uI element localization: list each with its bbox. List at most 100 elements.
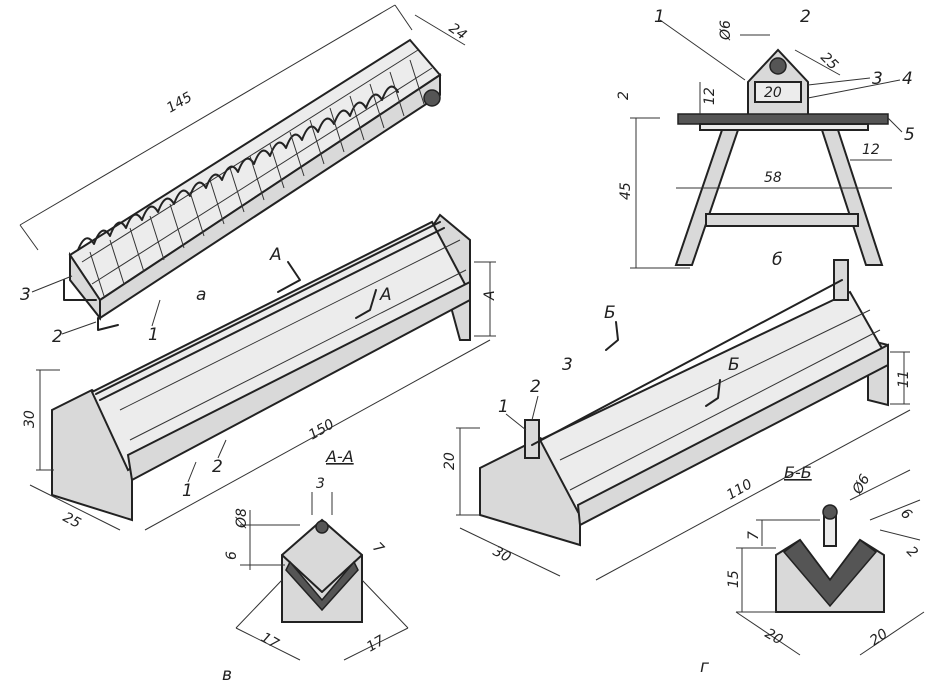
dim-line-g30 [459, 527, 561, 577]
leaders-b-right [807, 77, 903, 133]
section-A-A: А-А 3 Ø8 6 7 17 17 в [222, 447, 409, 684]
dim-line-150 [144, 339, 491, 531]
dim-20: 20 [764, 85, 782, 101]
callout-b3: 3 [872, 69, 883, 89]
callout-b5: 5 [904, 125, 915, 145]
section-A-dims [235, 492, 409, 661]
callout-3: 3 [20, 285, 31, 305]
dim-20b: 20 [867, 626, 891, 649]
callout-v2: 2 [212, 457, 223, 477]
dim-line-30 [36, 369, 60, 471]
figure-letter-a: а [196, 285, 206, 305]
tray-lip [699, 123, 869, 131]
dim-12-top: 12 [702, 87, 718, 105]
callout-g3: 3 [562, 355, 573, 375]
callout-b4: 4 [902, 69, 913, 89]
trough-shading [119, 239, 467, 441]
dim-g30: 30 [490, 543, 513, 566]
rail-rod [769, 57, 787, 75]
callout-2: 2 [52, 327, 63, 347]
figure-letter-g: г [700, 657, 709, 677]
section-arrows-B [605, 321, 721, 407]
figure-letter-v: в [222, 665, 232, 684]
dim-6: 6 [224, 551, 240, 560]
dim-30: 30 [22, 410, 38, 428]
dim-lines-b [630, 82, 892, 269]
dim-12-side: 12 [862, 142, 880, 158]
dim-17a: 17 [258, 630, 282, 653]
figure-v-trough-feeder: 30 25 150 А А А 1 2 [22, 213, 498, 532]
dim-A: А [482, 290, 498, 301]
dim-line-g110 [595, 409, 911, 581]
section-title-A: А-А [325, 447, 354, 466]
section-A-rod [315, 520, 329, 534]
g-side-board [576, 343, 889, 527]
g-trough-shading [559, 309, 881, 491]
dim-3: 3 [316, 476, 325, 492]
callout-b2: 2 [800, 7, 811, 27]
trough-side-board [126, 280, 471, 482]
callout-v1: 1 [182, 481, 193, 501]
tray [677, 113, 889, 125]
dim-line-g11 [890, 351, 910, 405]
section-mark-A1: А [269, 245, 282, 265]
feeder-a-stand [63, 279, 119, 331]
dim-25: 25 [817, 50, 841, 74]
dim-b7: 7 [746, 531, 762, 540]
section-arrows-A [277, 261, 377, 319]
dim-g110: 110 [724, 476, 755, 503]
dim-line-g20 [456, 427, 480, 516]
top-rail-lower [99, 227, 445, 401]
dim-phi8: Ø8 [234, 508, 250, 529]
callout-1: 1 [148, 325, 159, 345]
section-mark-B2: Б [728, 355, 740, 375]
figure-letter-b: б [772, 250, 782, 270]
callout-leaders-g [505, 395, 539, 431]
spiral-wire-loops [89, 59, 425, 297]
callout-leaders-a [31, 275, 161, 335]
g-top-rod [531, 279, 843, 446]
g-post-left [524, 419, 540, 459]
section-A-body [281, 518, 363, 623]
section-B-rod [822, 504, 838, 520]
dim-150: 150 [306, 416, 337, 443]
dim-17b: 17 [364, 633, 388, 656]
dim-b2: 2 [903, 544, 921, 562]
dim-phi6-top: Ø6 [718, 20, 734, 41]
dim-45: 45 [618, 182, 634, 200]
section-mark-A2: А [379, 285, 392, 305]
stand-crossbar [705, 213, 859, 227]
dim-20a: 20 [762, 626, 786, 649]
section-title-B: Б-Б [784, 463, 812, 482]
callout-g2: 2 [530, 377, 541, 397]
section-B-dims [735, 469, 925, 656]
dim-line-25 [29, 484, 121, 531]
end-fitting [423, 89, 441, 107]
spiral-wire [77, 85, 399, 251]
dim-7: 7 [369, 540, 387, 558]
dim-g20: 20 [442, 452, 458, 470]
figure-g-trough-feeder: 20 30 110 11 Б Б 1 2 3 [442, 259, 912, 581]
dim-25: 25 [60, 509, 83, 532]
leaders-b [659, 19, 841, 81]
dim-g11: 11 [896, 370, 912, 388]
dim-145: 145 [164, 89, 195, 116]
section-A-tray [285, 560, 359, 612]
dim-58: 58 [764, 170, 782, 186]
section-B-tray [782, 538, 878, 608]
top-rail [95, 221, 441, 395]
callout-b1: 1 [654, 7, 665, 27]
section-mark-B1: Б [604, 303, 616, 323]
dim-phi6: Ø6 [849, 472, 873, 498]
dim-line-24 [414, 14, 466, 46]
dim-line-A [474, 261, 496, 337]
dim-24: 24 [446, 20, 470, 43]
dim-line-145 [19, 4, 413, 251]
dim-15: 15 [726, 570, 742, 588]
callout-leaders-v [187, 439, 227, 483]
stand-leg-left [674, 129, 740, 266]
figure-b-end-view: Ø6 25 20 12 2 45 58 12 1 2 3 4 5 б [616, 7, 915, 270]
callout-g1: 1 [498, 397, 509, 417]
trough-box [754, 81, 802, 103]
